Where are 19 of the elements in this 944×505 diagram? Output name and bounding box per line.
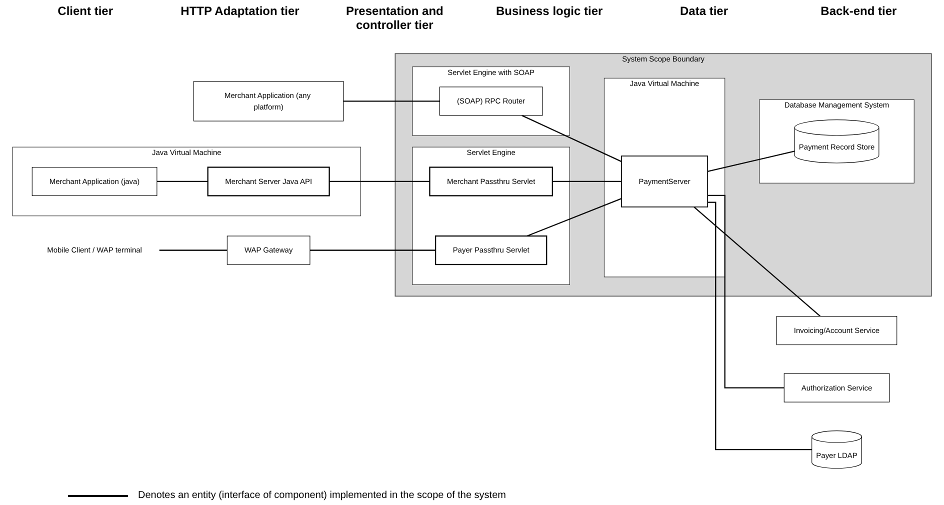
connector — [694, 206, 821, 317]
connector — [707, 150, 795, 172]
tier-heading: HTTP Adaptation tier — [180, 4, 300, 20]
connector — [159, 250, 228, 251]
tier-heading: Data tier — [679, 4, 730, 20]
connector — [526, 198, 622, 237]
connector — [522, 114, 622, 162]
connector — [156, 180, 208, 182]
connector — [343, 100, 440, 102]
connector — [708, 194, 784, 388]
tier-heading: Back-end tier — [820, 4, 898, 20]
connector — [329, 180, 430, 182]
tier-heading: Business logic tier — [495, 4, 604, 20]
tier-heading: Client tier — [56, 4, 114, 20]
connector — [552, 180, 622, 182]
legend-text: Denotes an entity (interface of component) implemented in the scope of the system — [138, 490, 506, 501]
connector — [310, 250, 436, 251]
connector — [708, 202, 812, 450]
tier-heading: Presentation and controller tier — [345, 4, 444, 32]
